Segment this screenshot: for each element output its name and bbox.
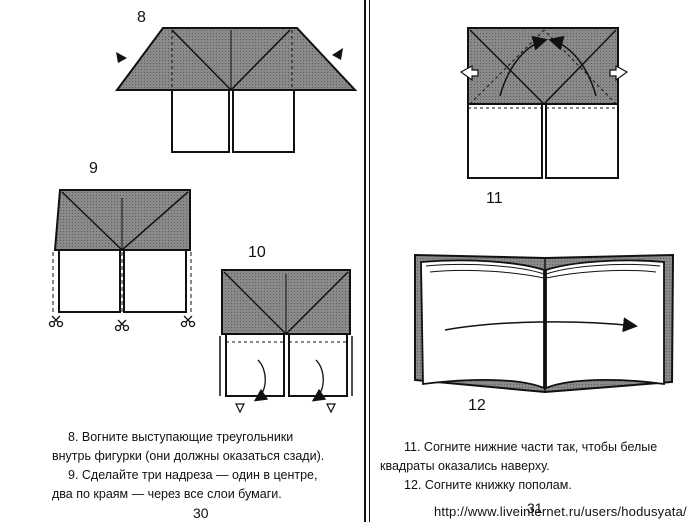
- instruction-line: квадраты оказались наверху.: [380, 459, 550, 473]
- step-number-8: 8: [137, 9, 146, 26]
- turn-arrow-icon: [609, 64, 629, 82]
- right-instructions: 11. Согните нижние части так, чтобы белы…: [380, 438, 698, 495]
- right-page-number: 31: [527, 500, 543, 516]
- instruction-line: 9. Сделайте три надреза — один в центре,: [68, 468, 318, 482]
- left-instructions: 8. Вогните выступающие треугольники внут…: [52, 428, 362, 504]
- scissors-icon: [48, 315, 64, 328]
- step-number-11: 11: [486, 190, 503, 207]
- instruction-line: 11. Согните нижние части так, чтобы белы…: [404, 440, 658, 454]
- diagram-step-12: [414, 253, 675, 394]
- instruction-line: 12. Согните книжку пополам.: [404, 478, 572, 492]
- diagram-step-9: [48, 189, 196, 332]
- scissors-icon: [114, 319, 130, 332]
- page-divider-inner: [369, 0, 370, 522]
- left-page-number: 30: [193, 505, 209, 521]
- step-number-10: 10: [248, 244, 266, 261]
- diagram-step-11: [459, 27, 629, 179]
- instruction-line: 8. Вогните выступающие треугольники: [68, 430, 294, 444]
- diagram-step-10: [219, 269, 353, 414]
- fold-arrow-icon: [311, 359, 327, 402]
- turn-arrow-icon: [459, 64, 479, 82]
- instruction-line: два по краям — через все слои бумаги.: [52, 487, 282, 501]
- diagram-step-8: [115, 27, 358, 153]
- step-number-12: 12: [468, 397, 486, 414]
- push-arrow-icon: [116, 52, 127, 63]
- instruction-line: внутрь фигурки (они должны оказаться сза…: [52, 449, 325, 463]
- fold-arrow-icon: [253, 359, 269, 402]
- scissors-icon: [180, 315, 196, 328]
- fold-arrow-icon: [499, 35, 548, 97]
- fold-arrow-icon: [548, 35, 597, 97]
- step-number-9: 9: [89, 160, 98, 177]
- push-arrow-icon: [332, 48, 343, 60]
- page-divider: [364, 0, 366, 522]
- watermark-url: http://www.liveinternet.ru/users/hodusya…: [434, 504, 687, 519]
- fold-arrow-icon: [444, 317, 638, 333]
